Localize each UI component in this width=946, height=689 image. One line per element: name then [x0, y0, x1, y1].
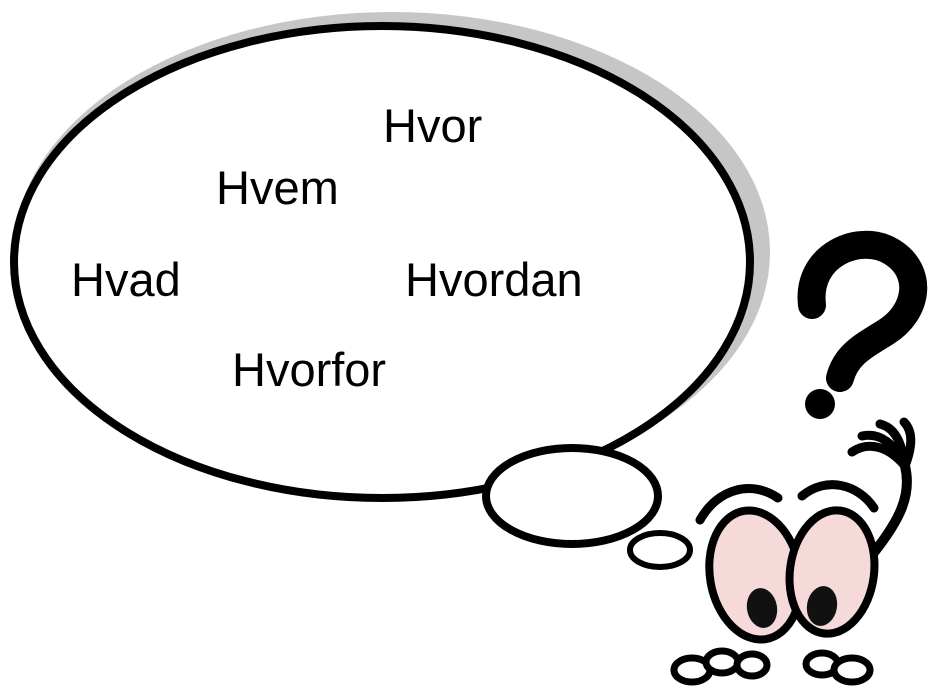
question-mark-icon: [797, 230, 928, 419]
thought-bubble-small: [482, 444, 662, 548]
thought-bubble: [10, 22, 754, 502]
right-pupil: [806, 586, 838, 626]
character-arm: [867, 461, 912, 560]
word-hvordan: Hvordan: [405, 253, 583, 306]
word-hvad: Hvad: [71, 253, 181, 306]
right-eyebrow: [797, 480, 879, 513]
word-hvem: Hvem: [216, 161, 339, 214]
character-feet: [670, 647, 874, 686]
left-pupil: [746, 588, 778, 628]
thought-bubble-tiny: [627, 530, 693, 570]
word-hvor: Hvor: [383, 99, 483, 152]
word-hvorfor: Hvorfor: [232, 343, 387, 396]
character: [670, 417, 916, 686]
character-hand: [847, 417, 916, 471]
left-eyebrow: [695, 484, 783, 525]
